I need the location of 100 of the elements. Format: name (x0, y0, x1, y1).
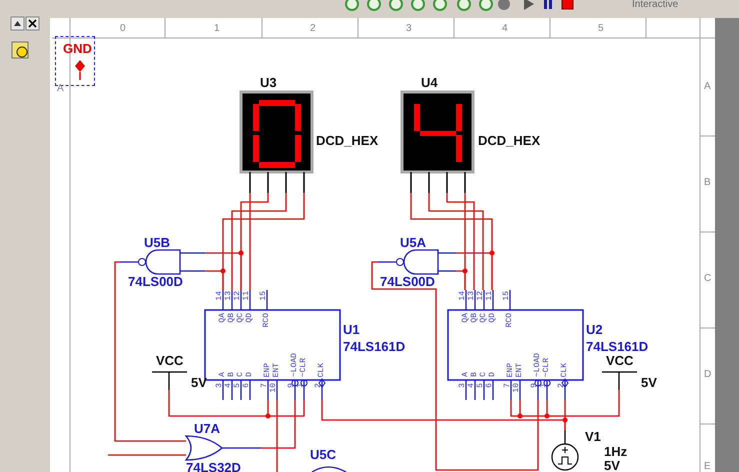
pin-name: CLK (561, 362, 569, 377)
voltage-label: 5V (604, 459, 620, 472)
ground-label: GND (63, 42, 92, 55)
wire (321, 400, 566, 430)
pin-number: 13 (468, 291, 476, 301)
pin-name: CLK (318, 362, 326, 377)
reference-label: U3 (260, 76, 277, 89)
part-label: DCD_HEX (316, 134, 378, 147)
reference-label: U5C (310, 448, 336, 461)
pin-number: 4 (468, 383, 476, 388)
pin-name: ENP (264, 362, 272, 377)
pin-name: A (219, 372, 227, 377)
supply-label: VCC (606, 354, 634, 367)
pin-name: QA (462, 313, 470, 323)
pin-number: 13 (225, 291, 233, 301)
pin-number: 14 (216, 291, 224, 301)
wire (231, 193, 287, 290)
part-label: 74LS161D (586, 340, 648, 353)
column-number: 4 (502, 24, 508, 34)
part-label: 74LS00D (380, 275, 435, 288)
pin-name: QD (489, 313, 497, 323)
pin-name: RCO (263, 313, 271, 328)
pin-name: D (489, 372, 497, 377)
voltage-label: 5V (191, 376, 207, 389)
pin-name: QA (219, 313, 227, 323)
reference-label: V1 (585, 430, 601, 443)
pin-number: 10 (513, 383, 521, 393)
row-letter: C (704, 274, 712, 284)
pin-name: QB (228, 313, 236, 323)
pin-number: 7 (261, 383, 269, 388)
row-letter: D (704, 370, 712, 380)
reference-label: U5A (400, 236, 426, 249)
pin-name: ENT (516, 362, 524, 377)
wire (456, 252, 493, 290)
pin-name: QC (480, 313, 488, 323)
pin-number: 9 (531, 383, 539, 388)
wire (446, 193, 475, 290)
pin-name: ENT (273, 362, 281, 377)
column-number: 2 (310, 24, 316, 34)
pin-name: B (228, 372, 236, 377)
pin-number: 12 (234, 291, 242, 301)
mode-label: Interactive (632, 0, 678, 10)
pin-number: 4 (225, 383, 233, 388)
pin-number: 9 (288, 383, 296, 388)
pin-name: ~LOAD (291, 352, 299, 377)
pin-name: A (462, 372, 470, 377)
pin-name: ~LOAD (534, 352, 542, 377)
pin-number: 1 (540, 383, 548, 388)
component-frame (55, 36, 95, 86)
reference-label: U7A (194, 422, 220, 435)
pin-number: 11 (486, 291, 494, 301)
pin-name: QB (471, 313, 479, 323)
voltage-label: 5V (641, 376, 657, 389)
pin-number: 5 (234, 383, 242, 388)
wire (261, 400, 296, 449)
pin-name: D (246, 372, 254, 377)
pin-number: 6 (486, 383, 494, 388)
wire (456, 270, 466, 290)
wire (371, 261, 539, 471)
wire (168, 389, 305, 417)
column-number: 0 (120, 24, 126, 34)
row-letter: A (704, 82, 711, 92)
pin-number: 15 (503, 291, 511, 301)
pin-number: 11 (243, 291, 251, 301)
row-letter: A (57, 84, 64, 94)
pin-name: QC (237, 313, 245, 323)
pin-number: 7 (504, 383, 512, 388)
reference-label: U4 (421, 76, 438, 89)
pin-number: 14 (459, 291, 467, 301)
column-number: 3 (406, 24, 412, 34)
pin-name: ~CLR (300, 358, 308, 377)
part-label: DCD_HEX (478, 134, 540, 147)
reference-label: U2 (586, 323, 603, 336)
wire (114, 261, 186, 442)
row-letter: B (704, 178, 711, 188)
frequency-label: 1Hz (604, 445, 628, 458)
wire (276, 400, 278, 472)
pin-number: 1 (297, 383, 305, 388)
part-label: 74LS32D (186, 461, 241, 472)
pin-name: C (480, 372, 488, 377)
wire (428, 193, 484, 290)
column-number: 5 (598, 24, 604, 34)
pin-name: ENP (507, 362, 515, 377)
pin-name: RCO (506, 313, 514, 328)
pin-number: 5 (477, 383, 485, 388)
column-number: 1 (214, 24, 220, 34)
row-letter: E (704, 462, 711, 472)
part-label: 74LS161D (343, 340, 406, 353)
pin-number: 2 (558, 383, 566, 388)
reference-label: U1 (343, 323, 360, 336)
pin-number: 2 (315, 383, 323, 388)
wire (249, 193, 251, 290)
pin-number: 3 (459, 383, 467, 388)
pin-number: 12 (477, 291, 485, 301)
supply-label: VCC (156, 354, 184, 367)
reference-label: U5B (144, 236, 170, 249)
pin-number: 6 (243, 383, 251, 388)
wire (510, 389, 620, 417)
pin-name: B (471, 372, 479, 377)
pin-number: 15 (260, 291, 268, 301)
